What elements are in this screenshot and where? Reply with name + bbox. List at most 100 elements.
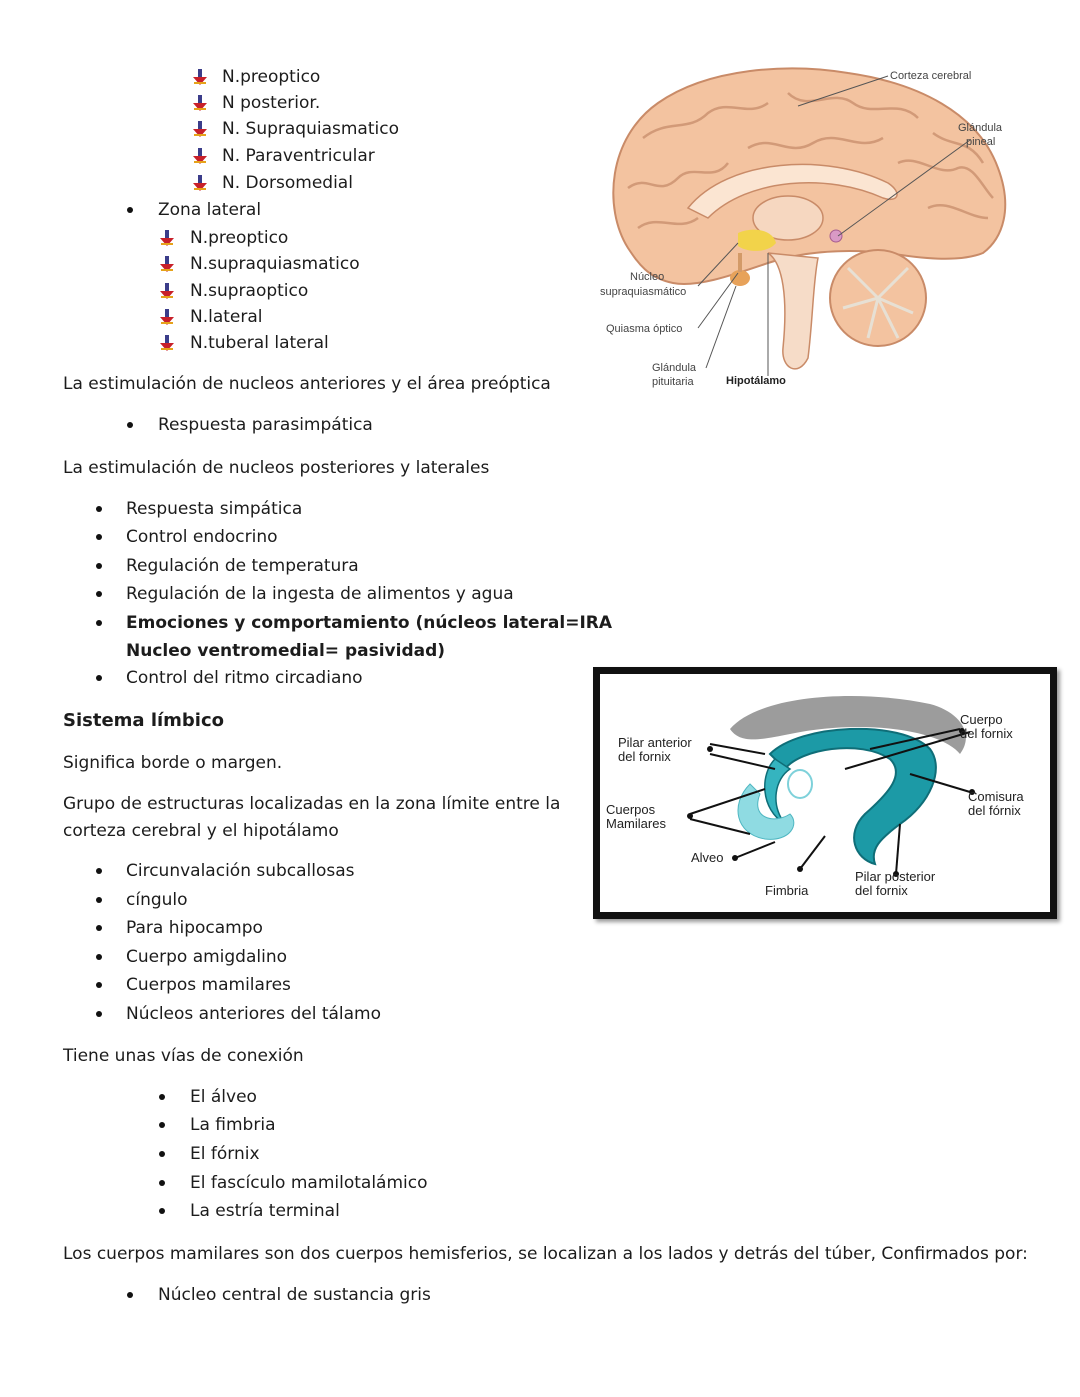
label-body-1: Cuerpo <box>960 712 1003 727</box>
limbic-meaning: Significa borde o margen. <box>63 753 283 773</box>
label-scn-2: supraquiasmático <box>600 286 686 298</box>
stimulation-posterior-text: La estimulación de nucleos posteriores y… <box>63 458 490 478</box>
hypothalamus-region <box>738 229 776 251</box>
list-item: Circunvalación subcallosas <box>126 861 355 881</box>
limbic-description-line2: corteza cerebral y el hipotálamo <box>63 821 339 841</box>
arrow-bullet-icon <box>160 256 174 272</box>
list-item: Regulación de la ingesta de alimentos y … <box>126 584 514 604</box>
stimulation-anterior-text: La estimulación de nucleos anteriores y … <box>63 374 551 394</box>
label-body-2: del fornix <box>960 726 1013 741</box>
bullet-dot <box>96 868 102 874</box>
emotions-item-line2: Nucleo ventromedial= pasividad) <box>126 641 446 661</box>
label-commissure-1: Comisura <box>968 789 1024 804</box>
list-item: El fascículo mamilotalámico <box>190 1173 428 1193</box>
fornix-body <box>768 727 937 866</box>
bullet-dot <box>127 207 133 213</box>
arrow-bullet-icon <box>160 335 174 351</box>
bullet-dot <box>96 1011 102 1017</box>
arrow-bullet-icon <box>160 309 174 325</box>
hippocampal-tail <box>737 783 795 840</box>
label-mamillary-2: Mamilares <box>606 816 666 831</box>
list-item: cíngulo <box>126 890 188 910</box>
list-item: Respuesta simpática <box>126 499 303 519</box>
list-item: N.preoptico <box>190 228 289 248</box>
bullet-dot <box>96 897 102 903</box>
fornix-figure: Pilar anterior del fornix Cuerpos Mamila… <box>606 696 1024 898</box>
bullet-dot <box>96 675 102 681</box>
list-item: N. Paraventricular <box>222 146 375 166</box>
bullet-dot <box>96 534 102 540</box>
bullet-dot <box>96 591 102 597</box>
gyri-lines <box>627 92 994 230</box>
arrow-bullet-icon <box>160 230 174 246</box>
bullet-dot <box>159 1208 165 1214</box>
fornix-figure-frame: Pilar anterior del fornix Cuerpos Mamila… <box>593 667 1057 919</box>
bullet-dot <box>159 1122 165 1128</box>
bullet-dot <box>96 563 102 569</box>
label-pituitary-2: pituitaria <box>652 376 694 388</box>
brain-sagittal-figure: Corteza cerebral Glándula pineal Núcleo … <box>600 67 1007 388</box>
arrow-bullet-icon <box>193 95 207 111</box>
corpus-callosum <box>686 163 898 219</box>
mamillary-body <box>787 769 813 799</box>
emotions-item-line1: Emociones y comportamiento (núcleos late… <box>126 613 613 633</box>
fornix-column <box>764 758 792 825</box>
bullet-dot <box>96 620 102 626</box>
label-pineal-1: Glándula <box>958 122 1003 134</box>
list-item: N posterior. <box>222 93 321 113</box>
list-item: Cuerpos mamilares <box>126 975 291 995</box>
label-fimbria: Fimbria <box>765 883 809 898</box>
lateral-zone-label: Zona lateral <box>158 200 262 220</box>
arrow-bullet-icon <box>193 175 207 191</box>
label-pituitary-1: Glándula <box>652 362 697 374</box>
bullet-dot <box>96 982 102 988</box>
list-item: N.lateral <box>190 307 263 327</box>
bullet-dot <box>159 1180 165 1186</box>
list-item: Núcleo central de sustancia gris <box>158 1285 431 1305</box>
list-item: La estría terminal <box>190 1201 340 1221</box>
bullet-dot <box>96 954 102 960</box>
label-pineal-2: pineal <box>966 136 995 148</box>
pituitary-gland <box>730 270 750 286</box>
list-item: N.tuberal lateral <box>190 333 329 353</box>
label-posterior-pillar-1: Pilar posterior <box>855 869 936 884</box>
list-item: Cuerpo amigdalino <box>126 947 288 967</box>
arrow-bullet-icon <box>193 148 207 164</box>
list-item: La fimbria <box>190 1115 276 1135</box>
list-item: Control del ritmo circadiano <box>126 668 363 688</box>
list-item: N.supraquiasmatico <box>190 254 360 274</box>
list-item: N. Supraquiasmatico <box>222 119 399 139</box>
bullet-dot <box>159 1094 165 1100</box>
bullet-dot <box>159 1151 165 1157</box>
label-posterior-pillar-2: del fornix <box>855 883 908 898</box>
arrow-bullet-icon <box>160 283 174 299</box>
list-item: Control endocrino <box>126 527 278 547</box>
arrow-bullet-icon <box>193 121 207 137</box>
bullet-dot <box>127 422 133 428</box>
list-item: Núcleos anteriores del tálamo <box>126 1004 382 1024</box>
pineal-gland <box>829 229 843 243</box>
limbic-description-line1: Grupo de estructuras localizadas en la z… <box>63 794 561 814</box>
list-item: N.supraoptico <box>190 281 309 301</box>
list-item: N.preoptico <box>222 67 321 87</box>
arrow-bullet-icon <box>193 69 207 85</box>
label-mamillary-1: Cuerpos <box>606 802 656 817</box>
list-item: Regulación de temperatura <box>126 556 359 576</box>
label-hypothalamus: Hipotálamo <box>726 375 786 387</box>
corpus-callosum-grey <box>730 696 966 754</box>
label-anterior-pillar-2: del fornix <box>618 749 671 764</box>
label-anterior-pillar-1: Pilar anterior <box>618 735 692 750</box>
section-heading: Sistema límbico <box>63 710 225 731</box>
mamillary-text: Los cuerpos mamilares son dos cuerpos he… <box>63 1244 1028 1264</box>
list-item: N. Dorsomedial <box>222 173 353 193</box>
list-item: Respuesta parasimpática <box>158 415 373 435</box>
list-item: El álveo <box>190 1087 257 1107</box>
bullet-dot <box>127 1292 133 1298</box>
pathways-intro: Tiene unas vías de conexión <box>63 1046 304 1066</box>
label-alveus: Alveo <box>691 850 724 865</box>
label-scn-1: Núcleo <box>630 271 664 283</box>
list-item: Para hipocampo <box>126 918 263 938</box>
list-item: El fórnix <box>190 1144 260 1164</box>
bullet-dot <box>96 506 102 512</box>
bullet-dot <box>96 925 102 931</box>
